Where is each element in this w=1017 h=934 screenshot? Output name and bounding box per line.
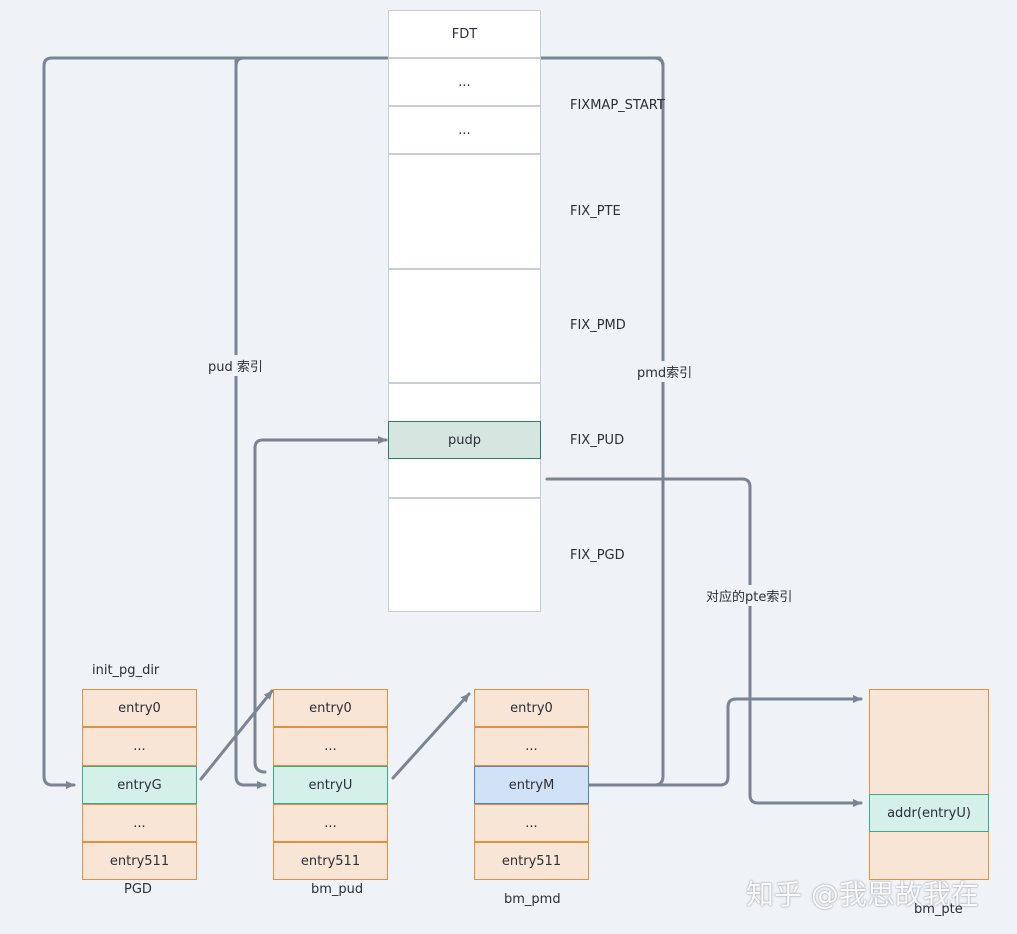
pgd-title: init_pg_dir — [92, 663, 160, 678]
pgd-entry-g: entryG — [82, 766, 197, 804]
mem-cell-label: FDT — [451, 26, 478, 42]
pgd-entry-ellipsis-2: ... — [82, 804, 197, 842]
arrow-pte-index — [545, 477, 863, 807]
pmd-caption: bm_pmd — [504, 892, 561, 907]
pmd-entry-ellipsis-2: ... — [474, 804, 589, 842]
mem-cell-fdt: FDT — [388, 10, 541, 58]
entry-label: ... — [525, 739, 538, 754]
label-fix-pgd: FIX_PGD — [570, 548, 625, 563]
label-pud-index: pud 索引 — [206, 355, 265, 376]
pte-table — [869, 689, 989, 880]
label-pmd-index: pmd索引 — [635, 361, 695, 382]
pgd-entry-0: entry0 — [82, 689, 197, 727]
arrow-entryM-to-pte — [588, 695, 863, 787]
entry-label: entryG — [117, 777, 162, 793]
entry-label: ... — [324, 815, 337, 831]
pud-entry-ellipsis-2: ... — [273, 804, 388, 842]
mem-cell-pudp: pudp — [388, 421, 541, 459]
pmd-entry-ellipsis-1: ... — [474, 727, 589, 766]
watermark: 知乎 @我思故我在 — [746, 878, 979, 911]
entry-label: entry0 — [309, 700, 352, 716]
entry-label: entry511 — [109, 853, 170, 869]
mem-cell-label: pudp — [448, 432, 481, 448]
pmd-entry-511: entry511 — [474, 842, 589, 880]
label-pte-index: 对应的pte索引 — [704, 585, 795, 606]
pte-entry-addr: addr(entryU) — [869, 794, 989, 832]
entry-label: ... — [133, 739, 146, 754]
entry-label: entry0 — [118, 700, 161, 716]
label-fix-pud: FIX_PUD — [570, 433, 625, 448]
arrow-entryG-to-pud — [199, 689, 274, 781]
mem-cell-label: ... — [458, 122, 471, 138]
entry-label: ... — [324, 739, 337, 754]
entry-label: addr(entryU) — [887, 805, 971, 821]
label-fixmap-start: FIXMAP_START — [570, 98, 665, 113]
mem-cell-ellipsis-2: ... — [388, 106, 541, 154]
entry-label: entry511 — [501, 853, 562, 869]
entry-label: entry511 — [300, 853, 361, 869]
entry-label: entryU — [308, 777, 353, 793]
mem-cell-label: ... — [458, 74, 471, 90]
pud-entry-511: entry511 — [273, 842, 388, 880]
label-fix-pmd: FIX_PMD — [570, 318, 626, 333]
mem-cell-ellipsis-1: ... — [388, 58, 541, 106]
label-fix-pte: FIX_PTE — [570, 204, 621, 219]
pte-caption: bm_pte — [914, 902, 963, 917]
pgd-caption: PGD — [124, 882, 152, 897]
pgd-entry-511: entry511 — [82, 842, 197, 880]
pud-entry-0: entry0 — [273, 689, 388, 727]
arrow-to-entryG — [42, 56, 662, 789]
line-top-inner — [234, 56, 665, 789]
arrow-entryU-to-pudp — [253, 436, 388, 774]
entry-label: ... — [525, 815, 538, 831]
pud-caption: bm_pud — [311, 882, 364, 897]
pud-entry-ellipsis-1: ... — [273, 727, 388, 766]
arrow-entryU-to-pmd — [391, 692, 471, 780]
mem-region-fix-pmd — [388, 269, 541, 383]
pmd-entry-0: entry0 — [474, 689, 589, 727]
pud-entry-u: entryU — [273, 766, 388, 804]
entry-label: entry0 — [510, 700, 553, 716]
pgd-entry-ellipsis-1: ... — [82, 727, 197, 766]
mem-region-fix-pgd — [388, 498, 541, 612]
pmd-entry-m: entryM — [474, 766, 589, 804]
entry-label: entryM — [508, 777, 555, 793]
entry-label: ... — [133, 815, 146, 831]
mem-region-fix-pte — [388, 154, 541, 269]
